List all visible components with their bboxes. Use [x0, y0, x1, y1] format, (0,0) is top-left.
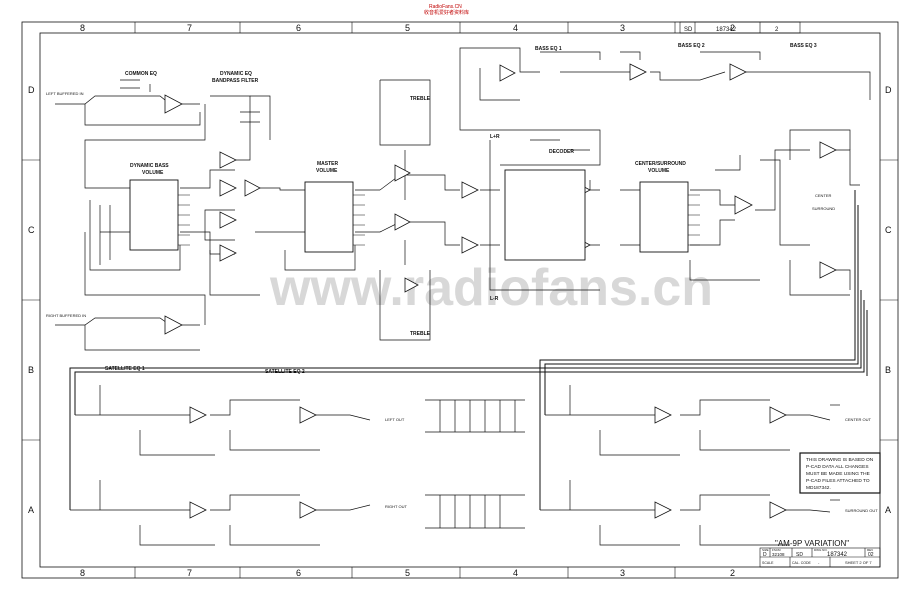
- label-surround: SURROUND: [812, 206, 835, 211]
- label-right-out: RIGHT OUT: [385, 504, 407, 509]
- label-common-eq: COMMON EQ: [125, 71, 157, 77]
- ic-dynamic-bass: [129, 179, 179, 251]
- label-dynamic-bass: DYNAMIC BASS: [130, 163, 169, 169]
- zone-ticks: [22, 22, 898, 578]
- note-box: THIS DRAWING IS BASED ON P-CAD DATA ALL …: [799, 452, 881, 494]
- title-dwg-label: DWG NO.: [814, 548, 828, 552]
- ic-master-volume: [304, 181, 354, 253]
- zone-top-7: 7: [187, 23, 192, 33]
- header-watermark-line-1: RadioFans.CN: [429, 4, 462, 10]
- chip-pins: [178, 194, 700, 246]
- header-watermark-line-2: 收音机爱好者资料库: [424, 9, 469, 16]
- zone-left-D: D: [28, 85, 35, 95]
- label-volume-3: VOLUME: [648, 168, 670, 174]
- label-satellite-eq-1: SATELLITE EQ 1: [105, 366, 145, 372]
- label-surround-out: SURROUND OUT: [845, 508, 878, 513]
- zone-top-8: 8: [80, 23, 85, 33]
- note-line-1: THIS DRAWING IS BASED ON: [806, 457, 874, 463]
- label-bass-eq-2: BASS EQ 2: [678, 43, 705, 49]
- label-center-out: CENTER OUT: [845, 417, 872, 422]
- zone-bottom-4: 4: [513, 568, 518, 578]
- zone-bottom-5: 5: [405, 568, 410, 578]
- title-sheet: SHEET 2 OF 7: [845, 560, 872, 565]
- note-line-3: MUST BE MADE USING THE: [806, 471, 870, 477]
- ic-chips: [129, 169, 689, 261]
- label-volume-1: VOLUME: [142, 170, 164, 176]
- label-right-input: RIGHT BUFFERED IN: [46, 313, 86, 318]
- top-title-docno: 187342: [716, 27, 737, 33]
- note-line-2: P-CAD DATA ALL CHANGES: [806, 464, 869, 470]
- zone-top-6: 6: [296, 23, 301, 33]
- title-scale-label: SCALE: [762, 561, 774, 565]
- title-size-label: SIZE: [762, 548, 769, 552]
- zone-right-C: C: [885, 225, 892, 235]
- label-bass-eq-1: BASS EQ 1: [535, 46, 562, 52]
- watermark-text: www.radiofans.cn: [269, 259, 713, 317]
- title-cal-code: -: [818, 560, 820, 565]
- label-l-minus-r: L-R: [490, 296, 499, 302]
- bottom-title-block: [759, 547, 881, 568]
- title-rev: 02: [868, 552, 874, 558]
- top-title-rev: 2: [775, 27, 779, 33]
- zone-bottom-2: 2: [730, 568, 735, 578]
- label-bandpass-filter: BANDPASS FILTER: [212, 78, 259, 84]
- zone-top-3: 3: [620, 23, 625, 33]
- label-bass-eq-3: BASS EQ 3: [790, 43, 817, 49]
- label-master: MASTER: [317, 161, 339, 167]
- zone-right-B: B: [885, 365, 891, 375]
- label-left-input: LEFT BUFFERED IN: [46, 91, 84, 96]
- note-line-4: P-CAD FILES ATTACHED TO: [806, 478, 870, 484]
- zone-left-C: C: [28, 225, 35, 235]
- title-dwg-no: 187342: [827, 552, 848, 558]
- title-rev-label: REV: [867, 548, 873, 552]
- zone-bottom-8: 8: [80, 568, 85, 578]
- zone-right-A: A: [885, 505, 891, 515]
- zone-left-B: B: [28, 365, 34, 375]
- zone-bottom-7: 7: [187, 568, 192, 578]
- title-fscm-label: FSCM: [772, 548, 781, 552]
- wiring: [55, 47, 871, 546]
- label-treble-2: TREBLE: [410, 331, 431, 337]
- top-title-size: SD: [684, 27, 693, 33]
- note-line-5: MD187342.: [806, 485, 831, 491]
- zone-top-2: 2: [730, 23, 735, 33]
- zone-bottom-6: 6: [296, 568, 301, 578]
- zone-right-D: D: [885, 85, 892, 95]
- title-size: D: [763, 552, 767, 558]
- label-left-out: LEFT OUT: [385, 417, 405, 422]
- zone-bottom-3: 3: [620, 568, 625, 578]
- ic-center-surround-volume: [639, 181, 689, 253]
- zone-top-5: 5: [405, 23, 410, 33]
- zone-top-4: 4: [513, 23, 518, 33]
- ic-decoder: [504, 169, 586, 261]
- title-cal-code-label: CAL. CODE: [792, 561, 812, 565]
- label-l-plus-r: L+R: [490, 134, 500, 140]
- label-center-surround: CENTER/SURROUND: [635, 161, 686, 167]
- top-title-block: SD 187342 2: [679, 21, 801, 34]
- label-satellite-eq-2: SATELLITE EQ 2: [265, 369, 305, 375]
- label-center: CENTER: [815, 193, 832, 198]
- title-dwg-size: SD: [796, 552, 803, 558]
- label-dynamic-eq: DYNAMIC EQ: [220, 71, 252, 77]
- variation-label: "AM-9P VARIATION": [775, 539, 849, 548]
- label-treble-1: TREBLE: [410, 96, 431, 102]
- label-volume-2: VOLUME: [316, 168, 338, 174]
- title-fscm: 32108: [772, 552, 785, 557]
- label-decoder: DECODER: [549, 149, 574, 155]
- zone-left-A: A: [28, 505, 34, 515]
